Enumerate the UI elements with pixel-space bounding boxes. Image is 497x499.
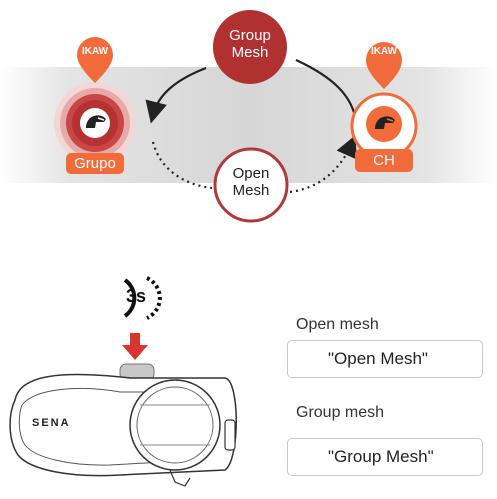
right-node bbox=[350, 42, 418, 172]
open-mesh-prompt-box: "Open Mesh" bbox=[287, 340, 483, 378]
ch-tag bbox=[355, 149, 413, 172]
left-node bbox=[54, 37, 136, 174]
group-mesh-bubble bbox=[213, 10, 287, 84]
open-mesh-label: Open Mesh bbox=[232, 165, 270, 199]
down-arrow-icon bbox=[122, 333, 148, 360]
timer-icon bbox=[123, 276, 162, 320]
ch-label: CH bbox=[373, 152, 395, 169]
grupo-tag bbox=[66, 153, 124, 174]
group-mesh-heading: Group mesh bbox=[296, 404, 385, 421]
grupo-label: Grupo bbox=[74, 155, 116, 172]
group-mesh-label: Group Mesh bbox=[229, 27, 271, 61]
brand-logo: SENA bbox=[32, 417, 71, 429]
open-mesh-heading: Open mesh bbox=[296, 316, 379, 333]
dotted-arc-left bbox=[151, 141, 213, 190]
timer-label: 3s bbox=[125, 286, 147, 306]
dotted-arc-right bbox=[289, 134, 357, 194]
group-mesh-prompt-box: "Group Mesh" bbox=[287, 438, 483, 476]
open-mesh-prompt: "Open Mesh" bbox=[328, 349, 428, 368]
arrow-to-left-node bbox=[145, 66, 207, 124]
location-pin-icon bbox=[77, 37, 113, 83]
open-mesh-bubble bbox=[213, 147, 289, 223]
arrow-from-right-node bbox=[295, 59, 357, 117]
group-mesh-prompt: "Group Mesh" bbox=[328, 447, 434, 466]
left-pin-label: IKAW bbox=[81, 46, 109, 57]
right-pin-label: IKAW bbox=[370, 46, 398, 57]
location-pin-icon bbox=[366, 42, 402, 89]
headset-device-icon bbox=[9, 363, 237, 487]
